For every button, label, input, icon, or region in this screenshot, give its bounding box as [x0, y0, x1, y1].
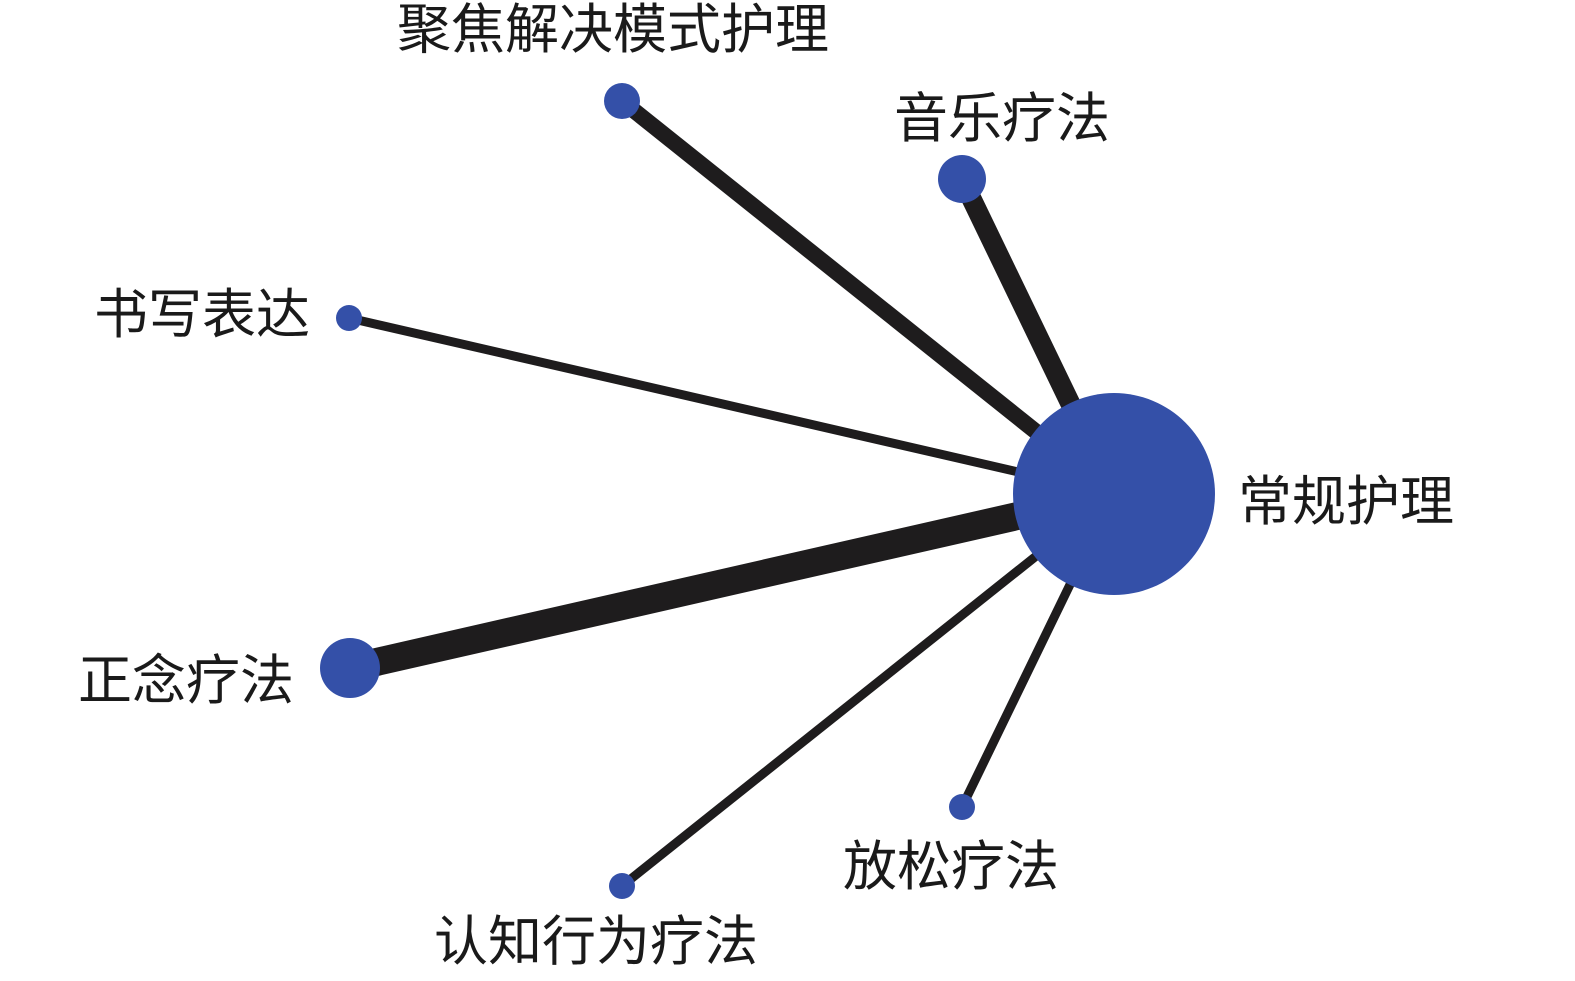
- edges: [346, 94, 1124, 890]
- label-expressive-writing: 书写表达: [94, 283, 310, 346]
- edge-solution-focused-care: [617, 94, 1119, 501]
- node-solution-focused-care: [604, 83, 640, 119]
- node-cognitive-behavioral-therapy: [609, 873, 635, 899]
- node-music-therapy: [938, 155, 986, 203]
- label-mindfulness-therapy: 正念疗法: [78, 649, 294, 712]
- label-relaxation-therapy: 放松疗法: [843, 835, 1059, 898]
- node-expressive-writing: [336, 305, 362, 331]
- label-solution-focused-care: 聚焦解决模式护理: [397, 0, 829, 61]
- edge-mindfulness-therapy: [346, 480, 1118, 682]
- labels: 常规护理 聚焦解决模式护理 音乐疗法 书写表达 正念疗法 认知行为疗法 放松疗法: [78, 0, 1454, 973]
- label-cognitive-behavioral-therapy: 认知行为疗法: [434, 910, 758, 973]
- label-routine-care: 常规护理: [1238, 470, 1454, 533]
- node-mindfulness-therapy: [320, 638, 380, 698]
- node-relaxation-therapy: [949, 794, 975, 820]
- node-routine-care: [1013, 393, 1215, 595]
- edge-expressive-writing: [347, 313, 1116, 499]
- nodes: [320, 83, 1215, 899]
- edge-cognitive-behavioral-therapy: [619, 490, 1117, 890]
- label-music-therapy: 音乐疗法: [894, 87, 1110, 150]
